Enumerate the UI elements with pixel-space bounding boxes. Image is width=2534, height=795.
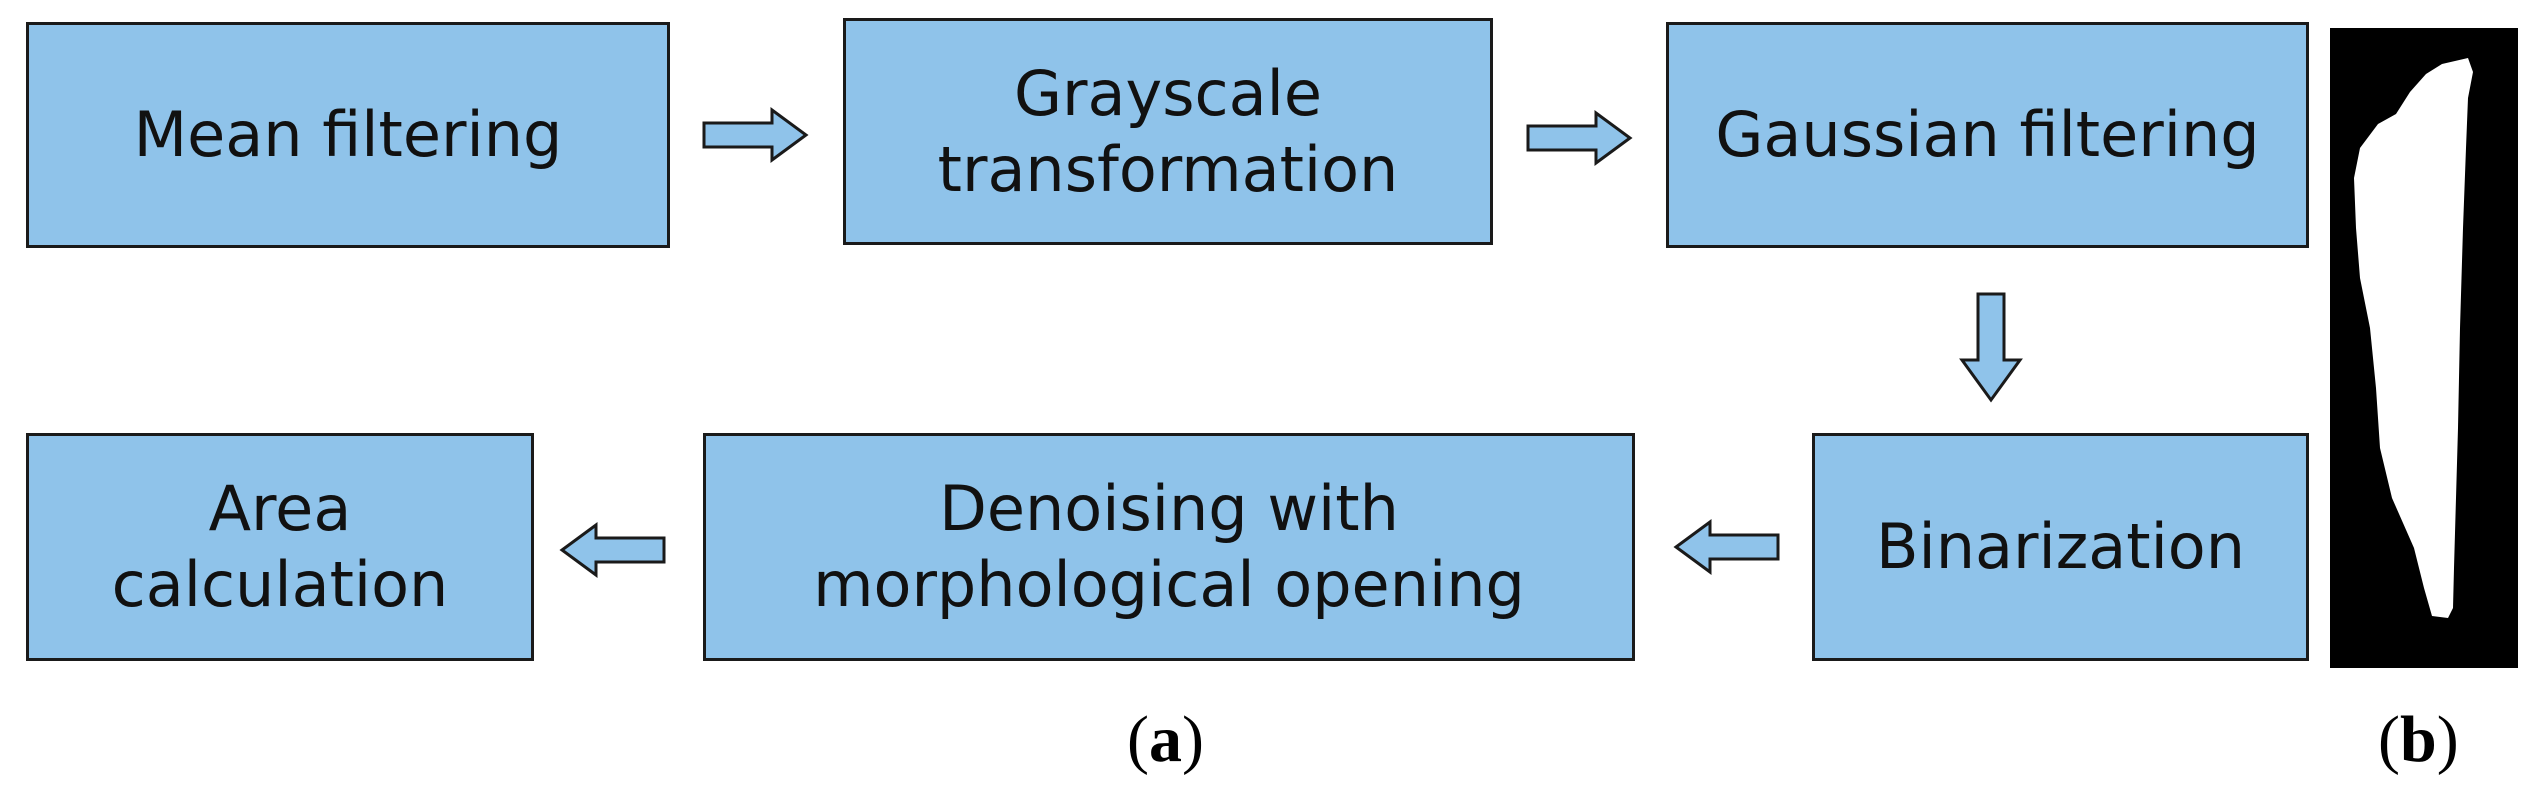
step-grayscale-label-2: transformation <box>937 132 1399 206</box>
step-area-label-2: calculation <box>111 548 449 621</box>
step-mean-filtering: Mean filtering <box>26 22 670 248</box>
caption-b-close: ) <box>2436 703 2459 776</box>
arrow-left-icon <box>1673 519 1780 575</box>
caption-b: (b) <box>2378 702 2459 778</box>
step-area-calculation: Area calculation <box>26 433 534 661</box>
step-denoising-label-1: Denoising with <box>939 472 1399 546</box>
caption-a-open: ( <box>1127 703 1149 776</box>
step-gaussian-label: Gaussian filtering <box>1715 98 2260 172</box>
step-mean-filtering-label: Mean filtering <box>133 98 563 172</box>
step-binarization-label: Binarization <box>1875 510 2246 584</box>
step-denoising-morphological-opening: Denoising with morphological opening <box>703 433 1635 661</box>
arrow-down-icon <box>1959 292 2023 403</box>
caption-b-letter: b <box>2399 703 2437 776</box>
step-area-label-1: Area <box>208 472 352 546</box>
caption-b-open: ( <box>2378 703 2400 776</box>
step-grayscale-transformation: Grayscale transformation <box>843 18 1493 245</box>
step-binarization: Binarization <box>1812 433 2309 661</box>
step-denoising-label-2: morphological opening <box>813 548 1525 621</box>
caption-a-letter: a <box>1148 703 1182 776</box>
caption-a: (a) <box>1127 702 1204 778</box>
step-grayscale-label-1: Grayscale <box>1014 56 1322 130</box>
arrow-left-icon <box>559 522 666 578</box>
caption-a-close: ) <box>1181 703 1204 776</box>
arrow-right-icon <box>702 107 809 163</box>
arrow-right-icon <box>1526 110 1633 166</box>
binary-mask-image <box>2330 28 2518 668</box>
step-gaussian-filtering: Gaussian filtering <box>1666 22 2309 248</box>
